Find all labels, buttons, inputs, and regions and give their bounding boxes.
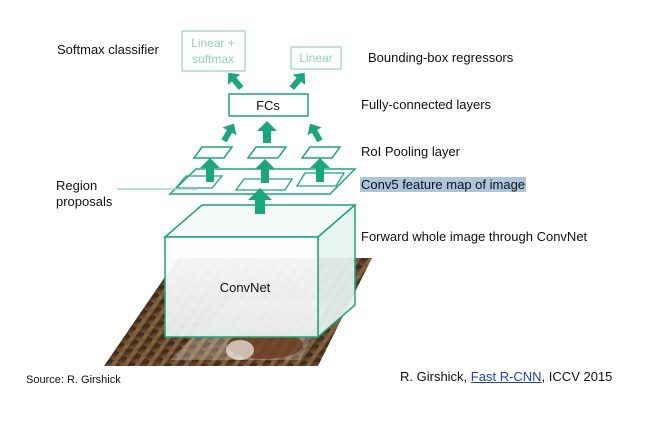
region-proposals-label-1: Region [56, 178, 98, 193]
fcs-box [228, 93, 309, 117]
arrow-diag-right-icon [221, 123, 237, 143]
linear-label: Linear [299, 51, 332, 65]
source-credit: Source: R. Girshick [26, 374, 121, 386]
linear-softmax-label-1: Linear + [191, 36, 235, 50]
proposal-box-2 [234, 178, 294, 191]
arrow-diag-right-icon [289, 72, 306, 91]
linear-softmax-box [181, 30, 246, 72]
proposal-box-3 [295, 172, 346, 187]
arrow-up-icon [257, 121, 277, 143]
softmax-classifier-label: Softmax classifier [57, 42, 159, 57]
bbox-regressors-label: Bounding-box regressors [368, 50, 514, 65]
fcs-label: FCs [256, 98, 280, 113]
forward-label: Forward whole image through ConvNet [361, 229, 588, 244]
arrow-up-icon [200, 158, 220, 182]
convnet-label: ConvNet [220, 280, 271, 295]
arrow-up-icon [255, 159, 275, 183]
citation-suffix: , ICCV 2015 [541, 369, 613, 384]
linear-box [290, 46, 342, 70]
fast-rcnn-link[interactable]: Fast R-CNN [470, 369, 542, 384]
conv5-label-text: Conv5 feature map of image [360, 177, 527, 192]
roi-pooled-features [192, 146, 342, 159]
fully-connected-label: Fully-connected layers [361, 97, 492, 112]
citation-prefix: R. Girshick, [400, 369, 471, 384]
arrow-up-icon [310, 158, 330, 182]
citation: R. Girshick, Fast R-CNN, ICCV 2015 [400, 369, 612, 384]
arrow-up-icon [248, 188, 272, 214]
linear-softmax-label-2: softmax [192, 52, 234, 66]
arrows [200, 72, 330, 214]
arrow-diag-left-icon [307, 123, 323, 143]
roi-pooling-label: RoI Pooling layer [361, 144, 460, 159]
region-proposals-label-2: proposals [56, 194, 113, 209]
conv5-label: Conv5 feature map of image [360, 177, 527, 192]
arrow-diag-left-icon [227, 72, 244, 91]
convnet-cube [162, 203, 358, 339]
